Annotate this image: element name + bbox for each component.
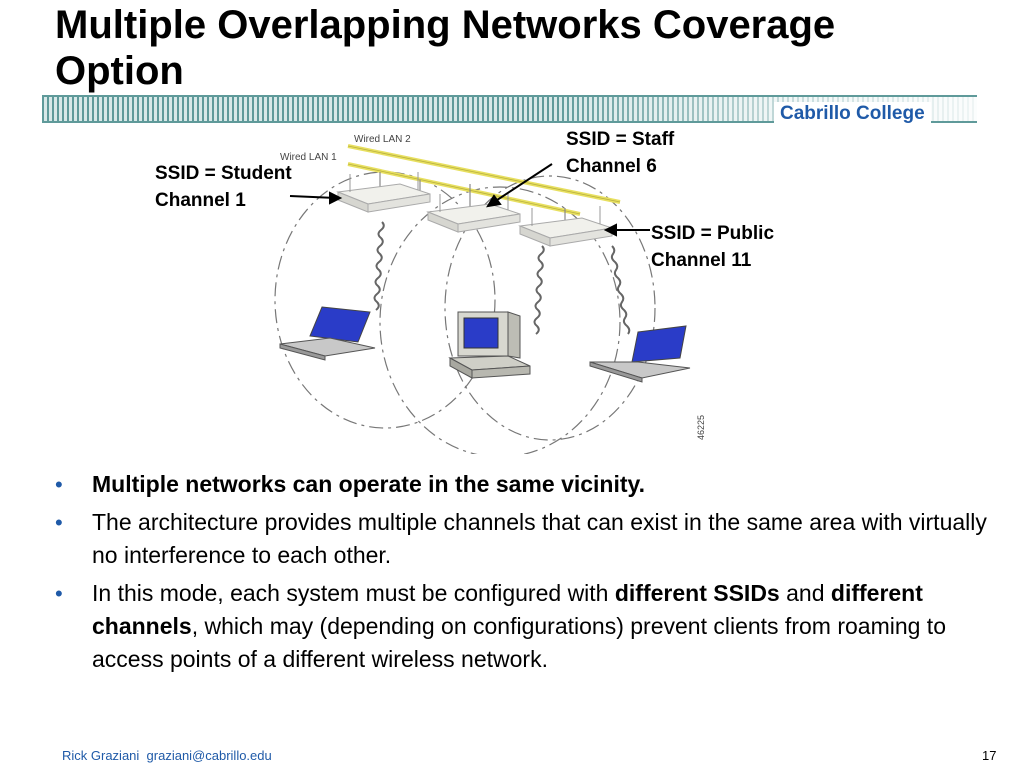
header-band-bottom-rule bbox=[42, 121, 977, 123]
radio-link-public bbox=[610, 245, 631, 335]
network-diagram: Wired LAN 2 Wired LAN 1 bbox=[274, 134, 706, 454]
figure-id: 46225 bbox=[696, 415, 706, 440]
wired-lan-1-label: Wired LAN 1 bbox=[280, 152, 337, 163]
footer-credit: Rick Graziani graziani@cabrillo.edu bbox=[62, 748, 272, 763]
bullet-dot-icon: • bbox=[55, 581, 63, 606]
slide-title: Multiple Overlapping Networks Coverage O… bbox=[55, 2, 995, 94]
page-number: 17 bbox=[982, 748, 997, 763]
access-point-student bbox=[336, 172, 431, 213]
bullet-item-1: • Multiple networks can operate in the s… bbox=[55, 468, 995, 501]
callout-arrow-student bbox=[289, 191, 343, 205]
callout-student: SSID = Student Channel 1 bbox=[155, 160, 292, 214]
callout-arrow-staff bbox=[486, 163, 553, 208]
bullet-text-2: The architecture provides multiple chann… bbox=[92, 509, 987, 568]
coverage-cell-staff bbox=[379, 186, 621, 454]
callout-public: SSID = Public Channel 11 bbox=[651, 220, 774, 274]
desktop-computer-icon bbox=[448, 311, 531, 379]
footer-author: Rick Graziani bbox=[62, 748, 140, 763]
bullet-text-1: Multiple networks can operate in the sam… bbox=[92, 471, 645, 497]
coverage-cell-public bbox=[444, 175, 656, 441]
bullet-item-3: • In this mode, each system must be conf… bbox=[55, 577, 995, 676]
wired-lan-2-label: Wired LAN 2 bbox=[354, 134, 411, 145]
bullet-item-2: • The architecture provides multiple cha… bbox=[55, 506, 995, 572]
callout-student-channel: Channel 1 bbox=[155, 190, 246, 211]
bullet-dot-icon: • bbox=[55, 472, 63, 497]
brand-logo-text: Cabrillo College bbox=[774, 102, 931, 126]
callout-student-ssid: SSID = Student bbox=[155, 163, 292, 184]
bullet-text-3-bold-ssids: different SSIDs bbox=[614, 580, 780, 606]
access-point-public bbox=[518, 206, 613, 247]
footer-email: graziani@cabrillo.edu bbox=[146, 748, 272, 763]
slide-title-line-1: Multiple Overlapping Networks Coverage bbox=[55, 3, 836, 47]
slide-title-line-2: Option bbox=[55, 49, 184, 93]
bullet-dot-icon: • bbox=[55, 510, 63, 535]
callout-arrow-public bbox=[603, 223, 650, 237]
bullet-text-3-pre: In this mode, each system must be config… bbox=[92, 580, 615, 606]
callout-staff-channel: Channel 6 bbox=[566, 156, 657, 177]
radio-link-student bbox=[373, 221, 385, 311]
bullet-text-3-post: , which may (depending on configurations… bbox=[92, 613, 946, 672]
bullet-text-3-bold-channels: different channels bbox=[92, 580, 923, 639]
bullet-text-3-mid: and bbox=[779, 580, 831, 606]
callout-staff-ssid: SSID = Staff bbox=[566, 129, 675, 150]
header-band-top-rule bbox=[42, 95, 977, 97]
access-point-staff bbox=[426, 192, 521, 233]
bullet-list: • Multiple networks can operate in the s… bbox=[55, 468, 995, 681]
laptop-left-icon bbox=[279, 306, 376, 361]
radio-link-staff bbox=[533, 245, 545, 335]
callout-public-ssid: SSID = Public bbox=[651, 223, 775, 244]
callout-staff: SSID = Staff Channel 6 bbox=[566, 126, 674, 180]
callout-public-channel: Channel 11 bbox=[651, 250, 752, 271]
laptop-right-icon bbox=[589, 325, 691, 383]
